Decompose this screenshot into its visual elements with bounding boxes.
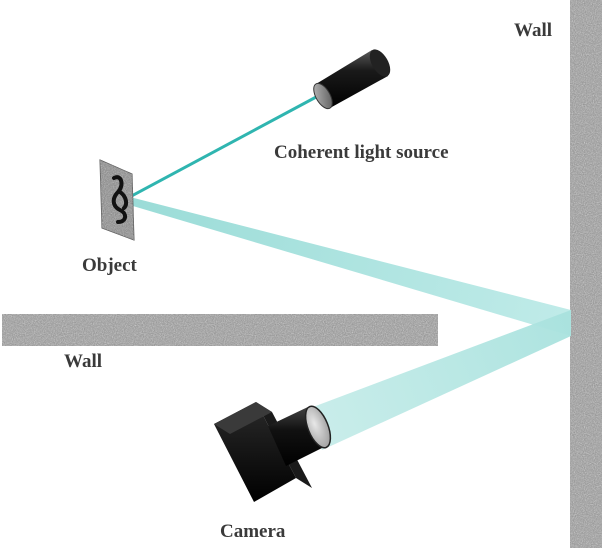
laser-cylinder-icon xyxy=(313,49,391,110)
right-wall xyxy=(570,0,602,548)
laser-beam xyxy=(123,94,319,202)
object-label: Object xyxy=(82,255,138,276)
camera-label: Camera xyxy=(220,521,286,542)
light-source-label: Coherent light source xyxy=(274,142,449,163)
right-wall-label: Wall xyxy=(514,20,552,41)
object-plate-icon xyxy=(99,159,135,241)
camera-icon xyxy=(214,402,332,502)
left-wall-label: Wall xyxy=(64,351,102,372)
scatter-beam-object-to-wall xyxy=(126,196,571,336)
scatter-beam-wall-to-camera xyxy=(305,310,571,450)
left-wall xyxy=(2,314,438,346)
